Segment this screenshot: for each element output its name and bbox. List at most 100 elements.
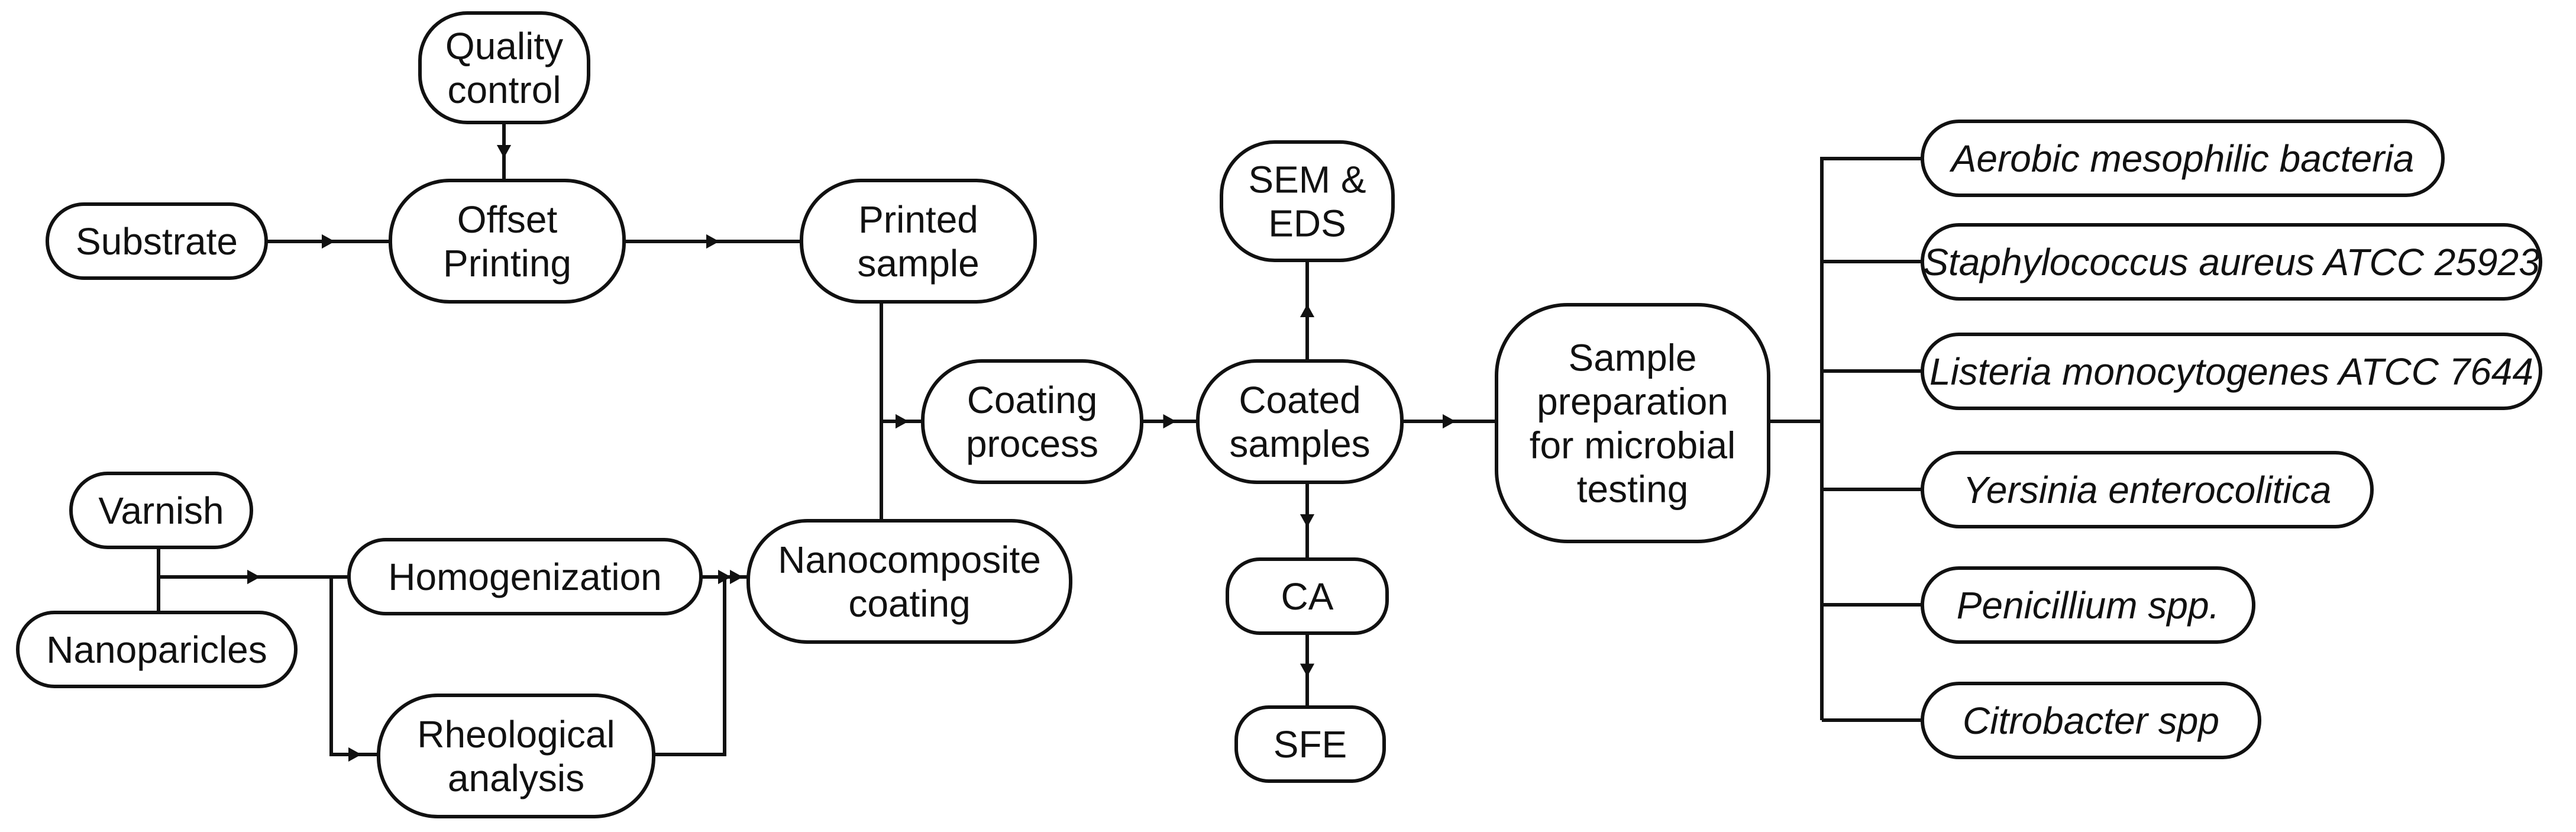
node-label-line: Coating [967,379,1098,421]
node-shape [921,359,1143,484]
node-label-line: Penicillium spp. [1957,584,2220,627]
node-shape [1921,682,2261,759]
node-shape [746,519,1072,644]
node-label-line: Aerobic mesophilic bacteria [1949,137,2415,180]
node-label-line: Citrobacter spp [1963,699,2219,742]
node-shape [1921,566,2255,644]
edge-offset-printing-to-printed-sample [624,234,801,249]
node-shape [389,179,626,304]
arrowhead [1443,414,1456,429]
edge-homogenization-to-rheological-analysis [329,577,379,762]
node-label-line: Nanocomposite [778,538,1041,581]
node-label-line: EDS [1268,202,1346,244]
node-yersinia: Yersinia enterocolitica [1921,451,2374,528]
node-shape [46,202,268,280]
node-shape [418,11,590,124]
node-label-line: Quality [445,25,563,67]
arrowhead [1163,414,1177,429]
edge-line [329,577,379,756]
node-shape [69,472,253,549]
edge-nanocomposite-coating-to-coating-process [880,414,923,521]
node-staph: Staphylococcus aureus ATCC 25923 [1921,223,2542,301]
edge-line [1769,157,1922,423]
edge-printed-sample-to-coating-process [880,302,923,429]
arrowhead [496,145,512,158]
arrowhead [1300,304,1315,317]
node-label-line: CA [1281,575,1334,618]
node-label-line: Staphylococcus aureus ATCC 25923 [1923,241,2540,283]
node-label-line: Nanoparicles [46,628,267,671]
arrowhead [322,234,335,249]
node-label-line: Coated [1239,379,1360,421]
arrowhead [730,569,743,585]
node-penicillium: Penicillium spp. [1921,566,2255,644]
edge-line [880,302,923,423]
node-label-line: analysis [448,757,584,799]
node-shape [1495,303,1770,543]
node-citrobacter: Citrobacter spp [1921,682,2261,759]
edge-coated-samples-to-sem-eds [1300,260,1315,361]
node-label-line: SEM & [1248,158,1366,201]
node-varnish: Varnish [69,472,253,549]
node-label-line: Homogenization [388,556,662,598]
node-label-line: preparation [1537,380,1728,423]
node-shape [1921,223,2542,301]
node-listeria: Listeria monocytogenes ATCC 7644 [1921,333,2542,410]
node-label-line: Printed [858,198,978,241]
node-label-line: testing [1577,467,1689,510]
node-label-line: samples [1229,423,1370,465]
node-substrate: Substrate [46,202,268,280]
edge-substrate-to-offset-printing [266,234,390,249]
node-shape [16,611,298,688]
arrowhead [706,234,719,249]
edge-nanoparticles-to-homogenization [157,569,349,612]
node-label-line: process [966,423,1098,465]
node-shape [800,179,1037,304]
node-sfe: SFE [1234,705,1386,783]
node-label-line: control [447,69,561,111]
node-label-line: Substrate [76,220,238,263]
node-ca: CA [1226,557,1389,635]
edges-layer [157,122,1922,762]
node-nanoparticles: Nanoparicles [16,611,298,688]
node-label-line: Sample [1569,336,1697,379]
node-shape [1921,333,2542,410]
node-shape [1234,705,1386,783]
node-label-line: Listeria monocytogenes ATCC 7644 [1929,350,2533,393]
node-label-line: sample [857,242,979,285]
node-shape [1226,557,1389,635]
nodes-layer: QualitycontrolSubstrateOffsetPrintingPri… [16,11,2542,818]
node-shape [347,538,703,615]
edge-coated-samples-to-sample-preparation [1402,414,1497,429]
node-label-line: Printing [443,242,571,285]
edge-coated-samples-to-ca [1300,482,1315,559]
node-sem-eds: SEM &EDS [1220,140,1395,262]
node-label-line: coating [848,582,970,625]
node-label-line: SFE [1274,723,1347,766]
node-shape [1921,451,2374,528]
node-shape [1196,359,1404,484]
node-shape [1921,120,2445,197]
node-label-line: for microbial [1530,424,1736,466]
node-label-line: Varnish [98,489,224,532]
node-shape [377,694,655,818]
edge-ca-to-sfe [1300,633,1315,707]
edge-rheological-analysis-to-nanocomposite-coating [654,569,748,756]
edge-coating-process-to-coated-samples [1142,414,1198,429]
edge-quality-control-to-offset-printing [496,122,512,180]
arrowhead [896,414,909,429]
arrowhead [348,747,361,762]
edge-sample-preparation-to-aerobic [1769,157,1922,423]
arrowhead [1300,514,1315,527]
node-shape [1220,140,1395,262]
edge-line [157,547,349,579]
arrowhead [247,569,260,585]
